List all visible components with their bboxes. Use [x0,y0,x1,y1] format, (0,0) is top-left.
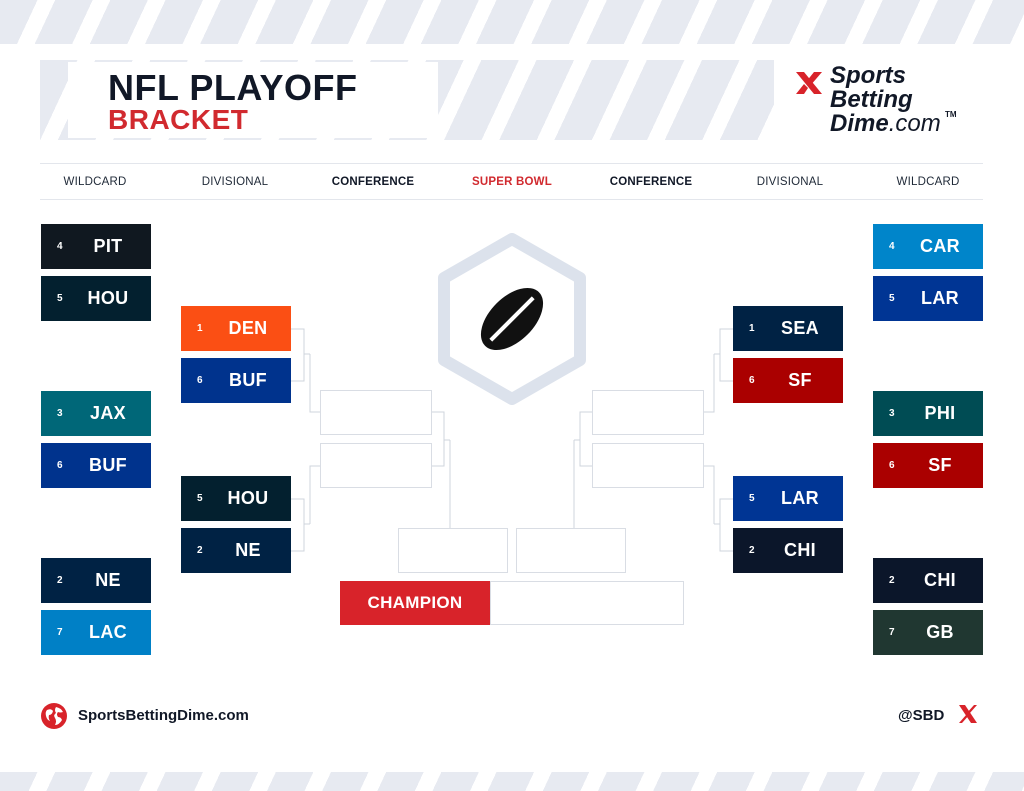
bottom-stripe-decoration [0,772,1024,791]
team-seed: 5 [57,293,63,304]
round-label-left-conference: CONFERENCE [331,176,415,188]
team-abbreviation: CAR [920,236,960,256]
round-label-super-bowl: SUPER BOWL [472,176,552,188]
right-wildcard-team-1[interactable]: 4 CAR [873,224,983,269]
trademark-mark: TM [945,110,957,119]
team-seed: 5 [889,293,895,304]
left-conference-slot-1[interactable] [320,390,432,435]
champion-slot[interactable] [490,581,684,625]
round-label-left-divisional: DIVISIONAL [201,176,269,188]
team-seed: 7 [57,627,63,638]
team-seed: 4 [57,241,63,252]
team-seed: 4 [889,241,895,252]
left-conference-slot-2[interactable] [320,443,432,488]
right-divisional-team-4[interactable]: 2 CHI [733,528,843,573]
globe-icon [41,703,67,729]
super-bowl-slot-left[interactable] [398,528,508,573]
brand-word-sports: Sports [830,62,907,89]
brand-word-dime-main: Dime [830,110,889,137]
team-abbreviation: LAC [89,622,127,642]
team-abbreviation: NE [235,540,261,560]
team-seed: 7 [889,627,895,638]
team-abbreviation: LAR [781,488,819,508]
brand-logo[interactable]: Sports Betting Dime.com TM [790,62,990,142]
team-abbreviation: GB [926,622,954,642]
team-abbreviation: JAX [90,403,126,423]
team-seed: 6 [749,375,755,386]
team-abbreviation: SEA [781,318,819,338]
left-wildcard-team-6[interactable]: 7 LAC [41,610,151,655]
left-wildcard-team-5[interactable]: 2 NE [41,558,151,603]
team-seed: 3 [57,408,63,419]
left-divisional-team-2[interactable]: 6 BUF [181,358,291,403]
team-seed: 6 [197,375,203,386]
team-abbreviation: BUF [229,370,267,390]
center-emblem [436,233,588,405]
team-abbreviation: HOU [227,488,269,508]
right-divisional-team-1[interactable]: 1 SEA [733,306,843,351]
left-divisional-team-1[interactable]: 1 DEN [181,306,291,351]
brand-word-suffix: .com [888,110,941,137]
right-wildcard-team-6[interactable]: 7 GB [873,610,983,655]
round-label-right-divisional: DIVISIONAL [756,176,824,188]
right-divisional-team-3[interactable]: 5 LAR [733,476,843,521]
team-abbreviation: PIT [93,236,123,256]
right-divisional-team-2[interactable]: 6 SF [733,358,843,403]
brand-word-betting: Betting [830,86,913,113]
team-abbreviation: PHI [924,403,956,423]
left-divisional-team-3[interactable]: 5 HOU [181,476,291,521]
team-seed: 6 [57,460,63,471]
right-conference-slot-2[interactable] [592,443,704,488]
left-wildcard-team-4[interactable]: 6 BUF [41,443,151,488]
right-wildcard-team-3[interactable]: 3 PHI [873,391,983,436]
team-seed: 2 [889,575,895,586]
site-url: SportsBettingDime.com [78,707,249,724]
champion-label: CHAMPION [340,581,490,625]
left-wildcard-team-2[interactable]: 5 HOU [41,276,151,321]
right-conference-slot-1[interactable] [592,390,704,435]
team-seed: 5 [749,493,755,504]
team-abbreviation: SF [788,370,812,390]
left-divisional-team-4[interactable]: 2 NE [181,528,291,573]
round-label-left-wildcard: WILDCARD [63,176,127,188]
round-label-right-wildcard: WILDCARD [896,176,960,188]
brand-word-dime: Dime.com [830,112,941,136]
page-subtitle: BRACKET [108,104,249,135]
page-title: NFL PLAYOFF [108,67,358,108]
left-wildcard-team-3[interactable]: 3 JAX [41,391,151,436]
right-wildcard-team-5[interactable]: 2 CHI [873,558,983,603]
round-label-right-conference: CONFERENCE [609,176,693,188]
team-abbreviation: NE [95,570,121,590]
team-seed: 2 [749,545,755,556]
team-seed: 2 [57,575,63,586]
round-header-bar: WILDCARD DIVISIONAL CONFERENCE SUPER BOW… [40,163,983,200]
team-abbreviation: SF [928,455,952,475]
super-bowl-slot-right[interactable] [516,528,626,573]
team-seed: 6 [889,460,895,471]
brand-mark-icon [796,72,822,94]
team-seed: 1 [749,323,755,334]
team-seed: 1 [197,323,203,334]
team-abbreviation: CHI [924,570,956,590]
social-handle[interactable]: @SBD [898,707,945,724]
team-abbreviation: BUF [89,455,127,475]
right-wildcard-team-4[interactable]: 6 SF [873,443,983,488]
team-seed: 2 [197,545,203,556]
x-icon[interactable] [957,703,979,725]
team-abbreviation: DEN [228,318,268,338]
team-abbreviation: CHI [784,540,816,560]
team-abbreviation: LAR [921,288,959,308]
title-background [68,62,438,138]
left-wildcard-team-1[interactable]: 4 PIT [41,224,151,269]
team-seed: 5 [197,493,203,504]
football-icon [480,287,544,351]
team-abbreviation: HOU [87,288,129,308]
right-wildcard-team-2[interactable]: 5 LAR [873,276,983,321]
team-seed: 3 [889,408,895,419]
top-stripe-decoration [0,0,1024,44]
